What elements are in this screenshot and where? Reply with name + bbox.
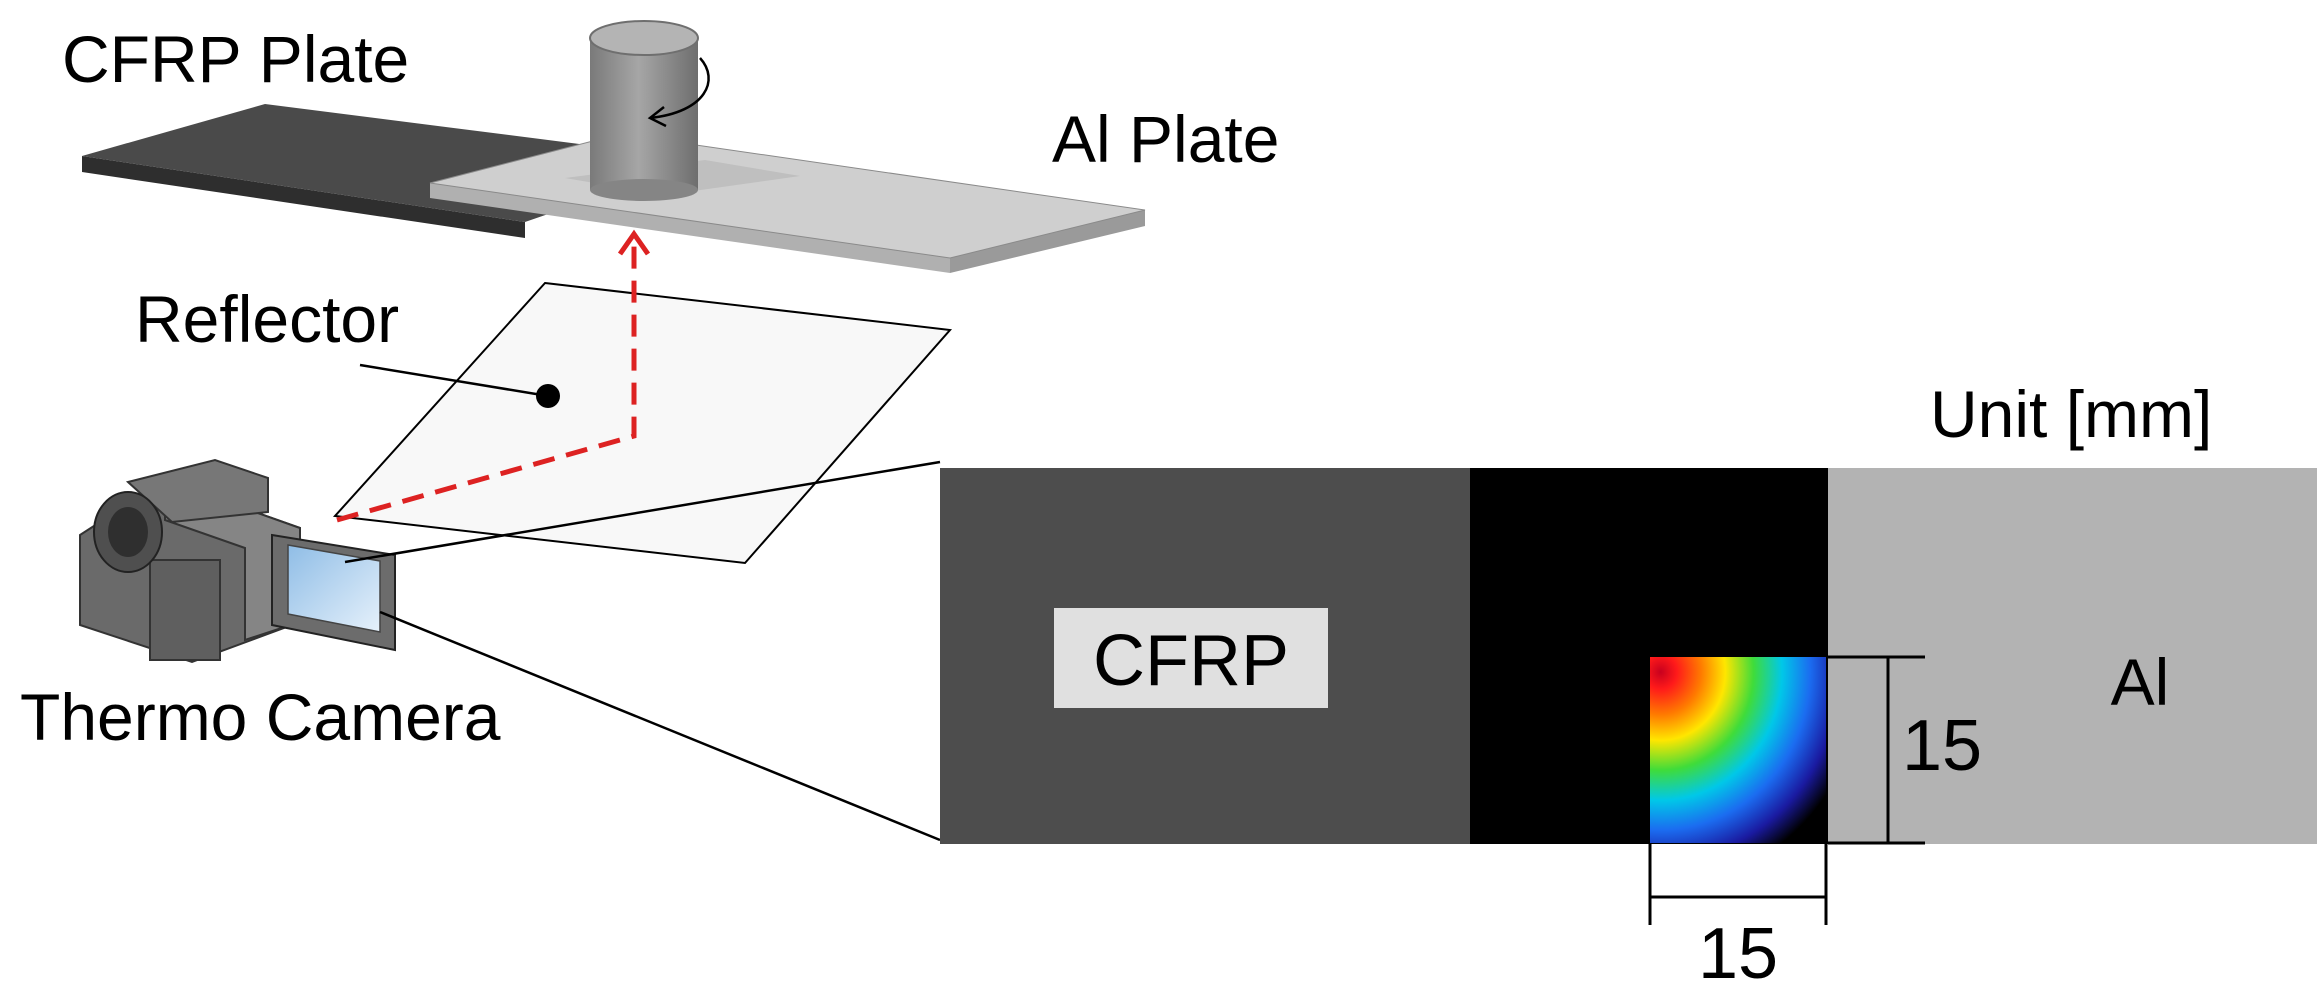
tool-bottom (590, 179, 698, 201)
rotating-tool (589, 20, 710, 201)
zoom-line-upper (344, 460, 941, 564)
tool-top (589, 20, 699, 56)
beam-arrowhead-icon (617, 229, 651, 256)
reflector (332, 281, 953, 565)
camera-lens (108, 507, 148, 557)
thermo-camera-label: Thermo Camera (20, 680, 501, 754)
tool-body (590, 38, 698, 190)
cfrp-plate-label: CFRP Plate (62, 22, 409, 96)
camera-top-hump (125, 458, 269, 524)
zoom-line-lower (379, 610, 941, 842)
dimension-markers (1648, 655, 1925, 925)
dim-vertical-label: 15 (1902, 706, 1982, 786)
rotation-arrow-icon (649, 57, 710, 120)
magnified-strip (940, 468, 2317, 844)
cfrp-plate-side (82, 156, 525, 238)
al-plate (429, 133, 1146, 273)
cfrp-label: CFRP (1093, 621, 1289, 701)
beam-path (336, 229, 651, 523)
reflector-label: Reflector (135, 282, 399, 356)
al-label: Al (2111, 645, 2170, 719)
beam-line (336, 240, 637, 523)
reflector-leader-line (359, 363, 549, 398)
reflector-plane (332, 281, 953, 565)
al-plate-side (430, 183, 950, 273)
thermo-camera-icon (79, 458, 396, 664)
al-plate-label: Al Plate (1052, 102, 1279, 176)
camera-handle (149, 559, 221, 661)
dim-horizontal-label: 15 (1698, 914, 1778, 994)
unit-label: Unit [mm] (1930, 377, 2212, 451)
camera-screen (287, 544, 381, 633)
thermal-image (1650, 657, 1826, 843)
reflector-dot (536, 384, 560, 408)
cfrp-label-box (1054, 608, 1328, 708)
al-plate-front (950, 210, 1145, 273)
zoom-lines (344, 460, 941, 842)
rotation-arrowhead-icon (647, 106, 667, 128)
